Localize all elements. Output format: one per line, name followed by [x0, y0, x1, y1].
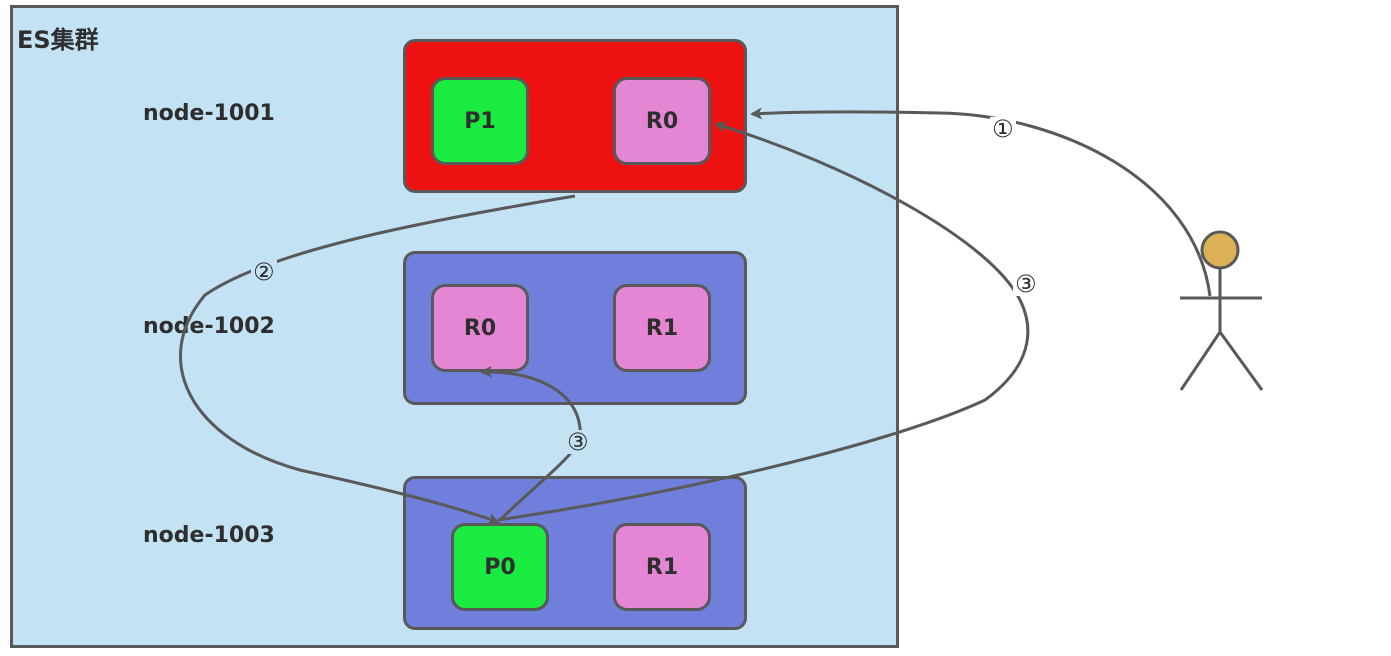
- arrow-step1: [750, 107, 1212, 297]
- step-3-label-replica: ③: [565, 428, 591, 456]
- shard-p0-node-1003: P0: [451, 523, 549, 611]
- shard-r0-node-1001: R0: [613, 77, 711, 165]
- arrow-step2: [178, 194, 576, 525]
- node-label-1002: node-1002: [143, 314, 275, 339]
- step-2-label: ②: [251, 258, 277, 286]
- step-1-label: ①: [990, 115, 1016, 143]
- user-stick-figure-icon: [1179, 230, 1264, 391]
- arrow-step3-response: [497, 121, 1030, 522]
- step-3-label-response: ③: [1013, 270, 1039, 298]
- shard-r1-node-1002: R1: [613, 284, 711, 372]
- cluster-title: ES集群: [17, 26, 99, 54]
- shard-r0-node-1002: R0: [431, 284, 529, 372]
- shard-r1-node-1003: R1: [613, 523, 711, 611]
- node-label-1003: node-1003: [143, 523, 275, 548]
- shard-p1-node-1001: P1: [431, 77, 529, 165]
- node-label-1001: node-1001: [143, 101, 275, 126]
